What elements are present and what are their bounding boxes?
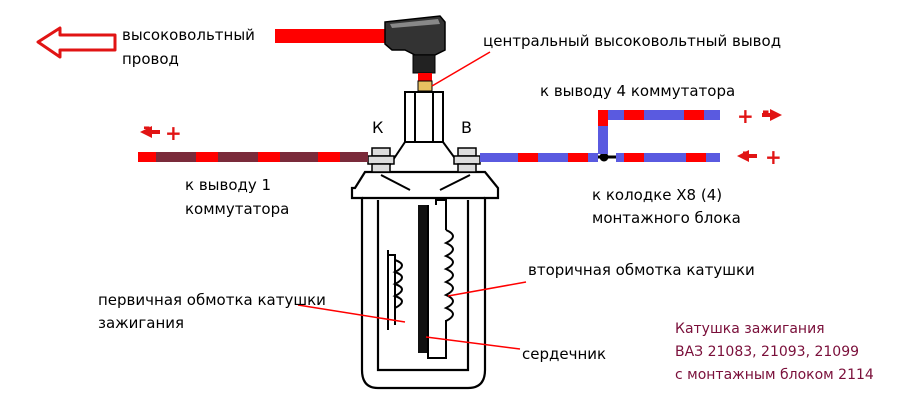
left-small-arrow-icon xyxy=(140,126,160,138)
label-hv-wire-1: высоковольтный xyxy=(122,26,255,44)
label-to-switch-1-1: к выводу 1 xyxy=(185,176,272,194)
caption-line-2: ВАЗ 21083, 21093, 21099 xyxy=(675,344,860,360)
label-to-block-1: к колодке X8 (4) xyxy=(592,186,723,204)
label-to-block-2: монтажного блока xyxy=(592,209,741,227)
caption-line-3: с монтажным блоком 2114 xyxy=(675,367,874,383)
hv-wire xyxy=(275,29,385,43)
upper-right-arrow-icon xyxy=(762,109,782,121)
minus-sign-upper-right: - xyxy=(762,101,770,122)
label-primary-winding-2: зажигания xyxy=(98,314,185,332)
label-terminal-b: В xyxy=(461,118,472,137)
plus-sign-lower-right: + xyxy=(765,145,782,169)
wire-to-switch-4 xyxy=(598,110,720,154)
label-primary-winding-1: первичная обмотка катушки xyxy=(98,291,326,309)
central-tower xyxy=(383,91,467,173)
core xyxy=(418,205,428,353)
label-center-hv: центральный высоковольтный вывод xyxy=(483,32,782,50)
hv-boot xyxy=(384,15,446,92)
terminal-b xyxy=(453,147,481,173)
minus-sign-left: - xyxy=(143,117,151,138)
label-terminal-k: К xyxy=(372,118,384,137)
plus-sign-left: + xyxy=(165,121,182,145)
wire-to-block-x8 xyxy=(616,153,720,162)
label-to-switch-4: к выводу 4 коммутатора xyxy=(540,82,736,100)
leader-lines xyxy=(297,281,527,350)
lower-left-arrow-icon xyxy=(737,150,757,162)
caption-line-1: Катушка зажигания xyxy=(675,321,825,337)
label-to-switch-1-2: коммутатора xyxy=(185,200,290,218)
label-secondary-winding: вторичная обмотка катушки xyxy=(528,261,755,279)
primary-winding xyxy=(387,250,403,330)
center-hv-leader xyxy=(431,51,491,87)
label-core: сердечник xyxy=(522,345,607,363)
plus-sign-upper-right: + xyxy=(737,104,754,128)
inner-leads xyxy=(380,174,471,191)
hv-direction-arrow-icon xyxy=(36,26,117,59)
wire-to-switch-1 xyxy=(138,152,368,162)
minus-sign-lower-right: - xyxy=(742,142,750,163)
terminal-k xyxy=(367,147,395,173)
wire-from-b xyxy=(480,153,598,162)
label-hv-wire-2: провод xyxy=(122,50,179,68)
